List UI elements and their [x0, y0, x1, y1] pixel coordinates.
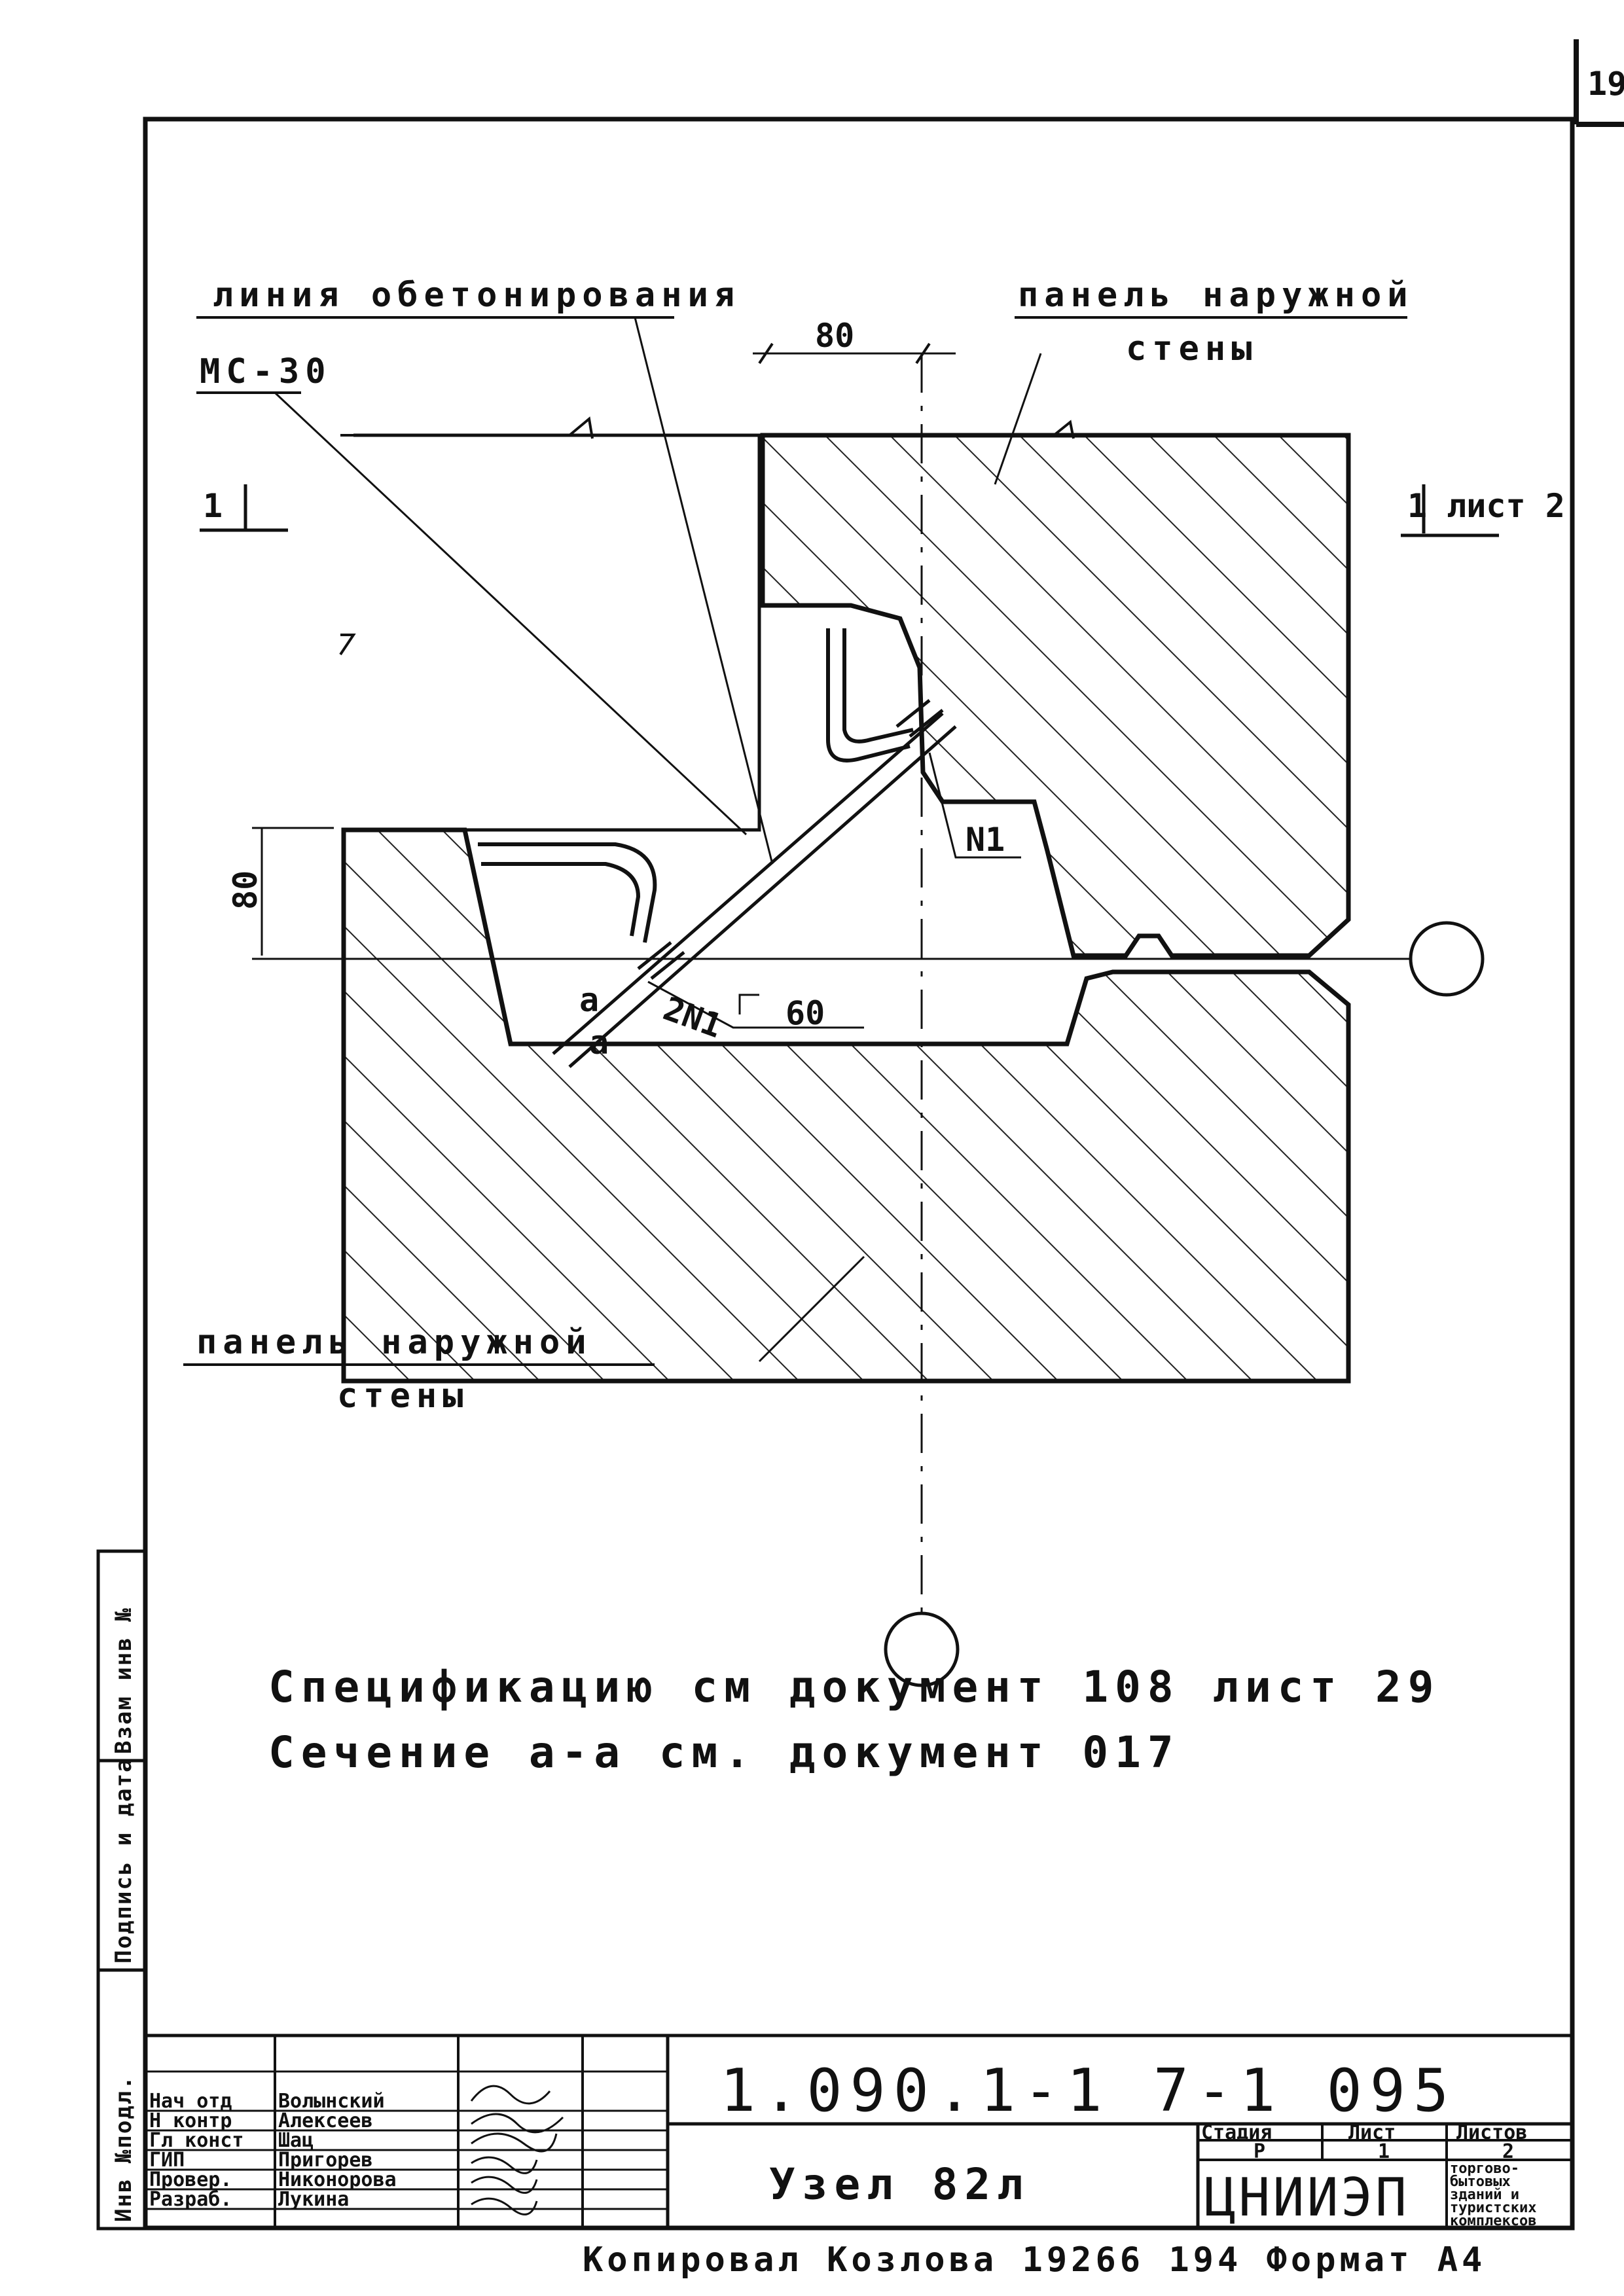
leader-ms30: [274, 391, 748, 836]
lower-panel-section: [341, 827, 1351, 1384]
existing-block: [353, 433, 761, 832]
name-4: Никонорова: [278, 2168, 397, 2191]
org-sub-2: бытовых: [1450, 2174, 1511, 2190]
section-left-text: 1: [203, 487, 223, 525]
node-detail-drawing: 80 80 60 1 1 лист 2 линия обетонирования…: [183, 276, 1565, 1687]
org-sub-1: торгово-: [1450, 2161, 1519, 2177]
label-a-lower: а: [589, 1024, 609, 1062]
signatures: [470, 2085, 564, 2215]
name-2: Шац: [278, 2129, 314, 2152]
section-mark-left: 1: [200, 484, 288, 532]
label-n1: N1: [965, 821, 1005, 859]
role-0: Нач отд: [149, 2090, 232, 2113]
label-2n1: 2N1: [659, 990, 727, 1045]
diagonal-tie-bar: [552, 712, 957, 1068]
org-name: ЦНИИЭП: [1204, 2167, 1409, 2228]
note-specification: Спецификацию см документ 108 лист 29: [268, 1662, 1440, 1712]
label-a-upper: а: [579, 981, 599, 1019]
stamp-inv-no: Инв №подл.: [111, 2075, 137, 2222]
page-number: 193: [1587, 65, 1624, 103]
label-panel-bottom-2: стены: [337, 1376, 469, 1416]
stage-header: Стадия: [1201, 2121, 1272, 2144]
axis-marker-right: [1409, 921, 1485, 997]
document-code: 1.090.1-1 7-1 095: [720, 2056, 1456, 2125]
label-panel-top-1: панель наружной: [1018, 276, 1414, 315]
bottom-caption: Копировал Козлова 19266 194 Формат А4: [583, 2240, 1486, 2280]
lower-loop: [478, 842, 657, 943]
stamp-replace-inv: Взам инв №: [111, 1607, 137, 1754]
leader-n1: [928, 752, 1021, 859]
name-0: Волынский: [278, 2090, 385, 2113]
label-ms30: МС-30: [200, 352, 332, 391]
section-mark-right: 1 лист 2: [1401, 484, 1565, 537]
role-3: ГИП: [149, 2149, 185, 2172]
note-section: Сечение а-а см. документ 017: [268, 1727, 1180, 1778]
leader-2n1: [647, 980, 864, 1029]
dim-left-80-text: 80: [226, 870, 264, 910]
name-1: Алексеев: [278, 2109, 373, 2132]
role-4: Провер.: [149, 2168, 232, 2191]
org-sub-3: зданий и: [1450, 2187, 1519, 2203]
label-panel-top-2: стены: [1126, 329, 1258, 368]
axis-marker-bottom: [884, 1611, 960, 1687]
sheet-value: 1: [1378, 2140, 1390, 2163]
page-number-box: 193: [1574, 39, 1624, 127]
drawing-frame: [143, 117, 1575, 2231]
leader-concreting-line: [634, 317, 774, 865]
upper-panel-section: [760, 433, 1351, 958]
leader-panel-top: [994, 353, 1042, 485]
dimension-top-80: 80: [753, 317, 956, 365]
org-sub-4: туристских: [1450, 2200, 1536, 2216]
role-5: Разраб.: [149, 2188, 232, 2211]
name-3: Пригорев: [278, 2149, 373, 2172]
sheet-header: Лист: [1348, 2121, 1396, 2144]
weld-60-text: 60: [785, 994, 825, 1032]
leader-panel-bottom: [758, 1255, 865, 1363]
label-panel-bottom-1: панель наружной: [196, 1323, 592, 1362]
dimension-left-80: 80: [226, 827, 334, 960]
sheets-header: Листов: [1456, 2121, 1527, 2144]
dim-top-80-text: 80: [815, 317, 854, 355]
stamp-sign-date: Подпись и дата: [111, 1757, 137, 1964]
section-right-text: 1 лист 2: [1407, 487, 1565, 525]
left-stamp: Инв №подл. Подпись и дата Взам инв №: [96, 1549, 147, 2231]
label-concreting-line: линия обетонирования: [213, 276, 740, 315]
stage-value: Р: [1254, 2140, 1265, 2163]
node-title: Узел 82л: [769, 2159, 1030, 2210]
name-5: Лукина: [278, 2188, 349, 2211]
role-2: Гл конст: [149, 2129, 244, 2152]
title-block: Нач отд Н контр Гл конст ГИП Провер. Раз…: [145, 2034, 1572, 2229]
role-1: Н контр: [149, 2109, 232, 2132]
sheets-value: 2: [1502, 2140, 1514, 2163]
upper-loop: [826, 628, 914, 762]
org-sub-5: комплексов: [1450, 2213, 1536, 2229]
